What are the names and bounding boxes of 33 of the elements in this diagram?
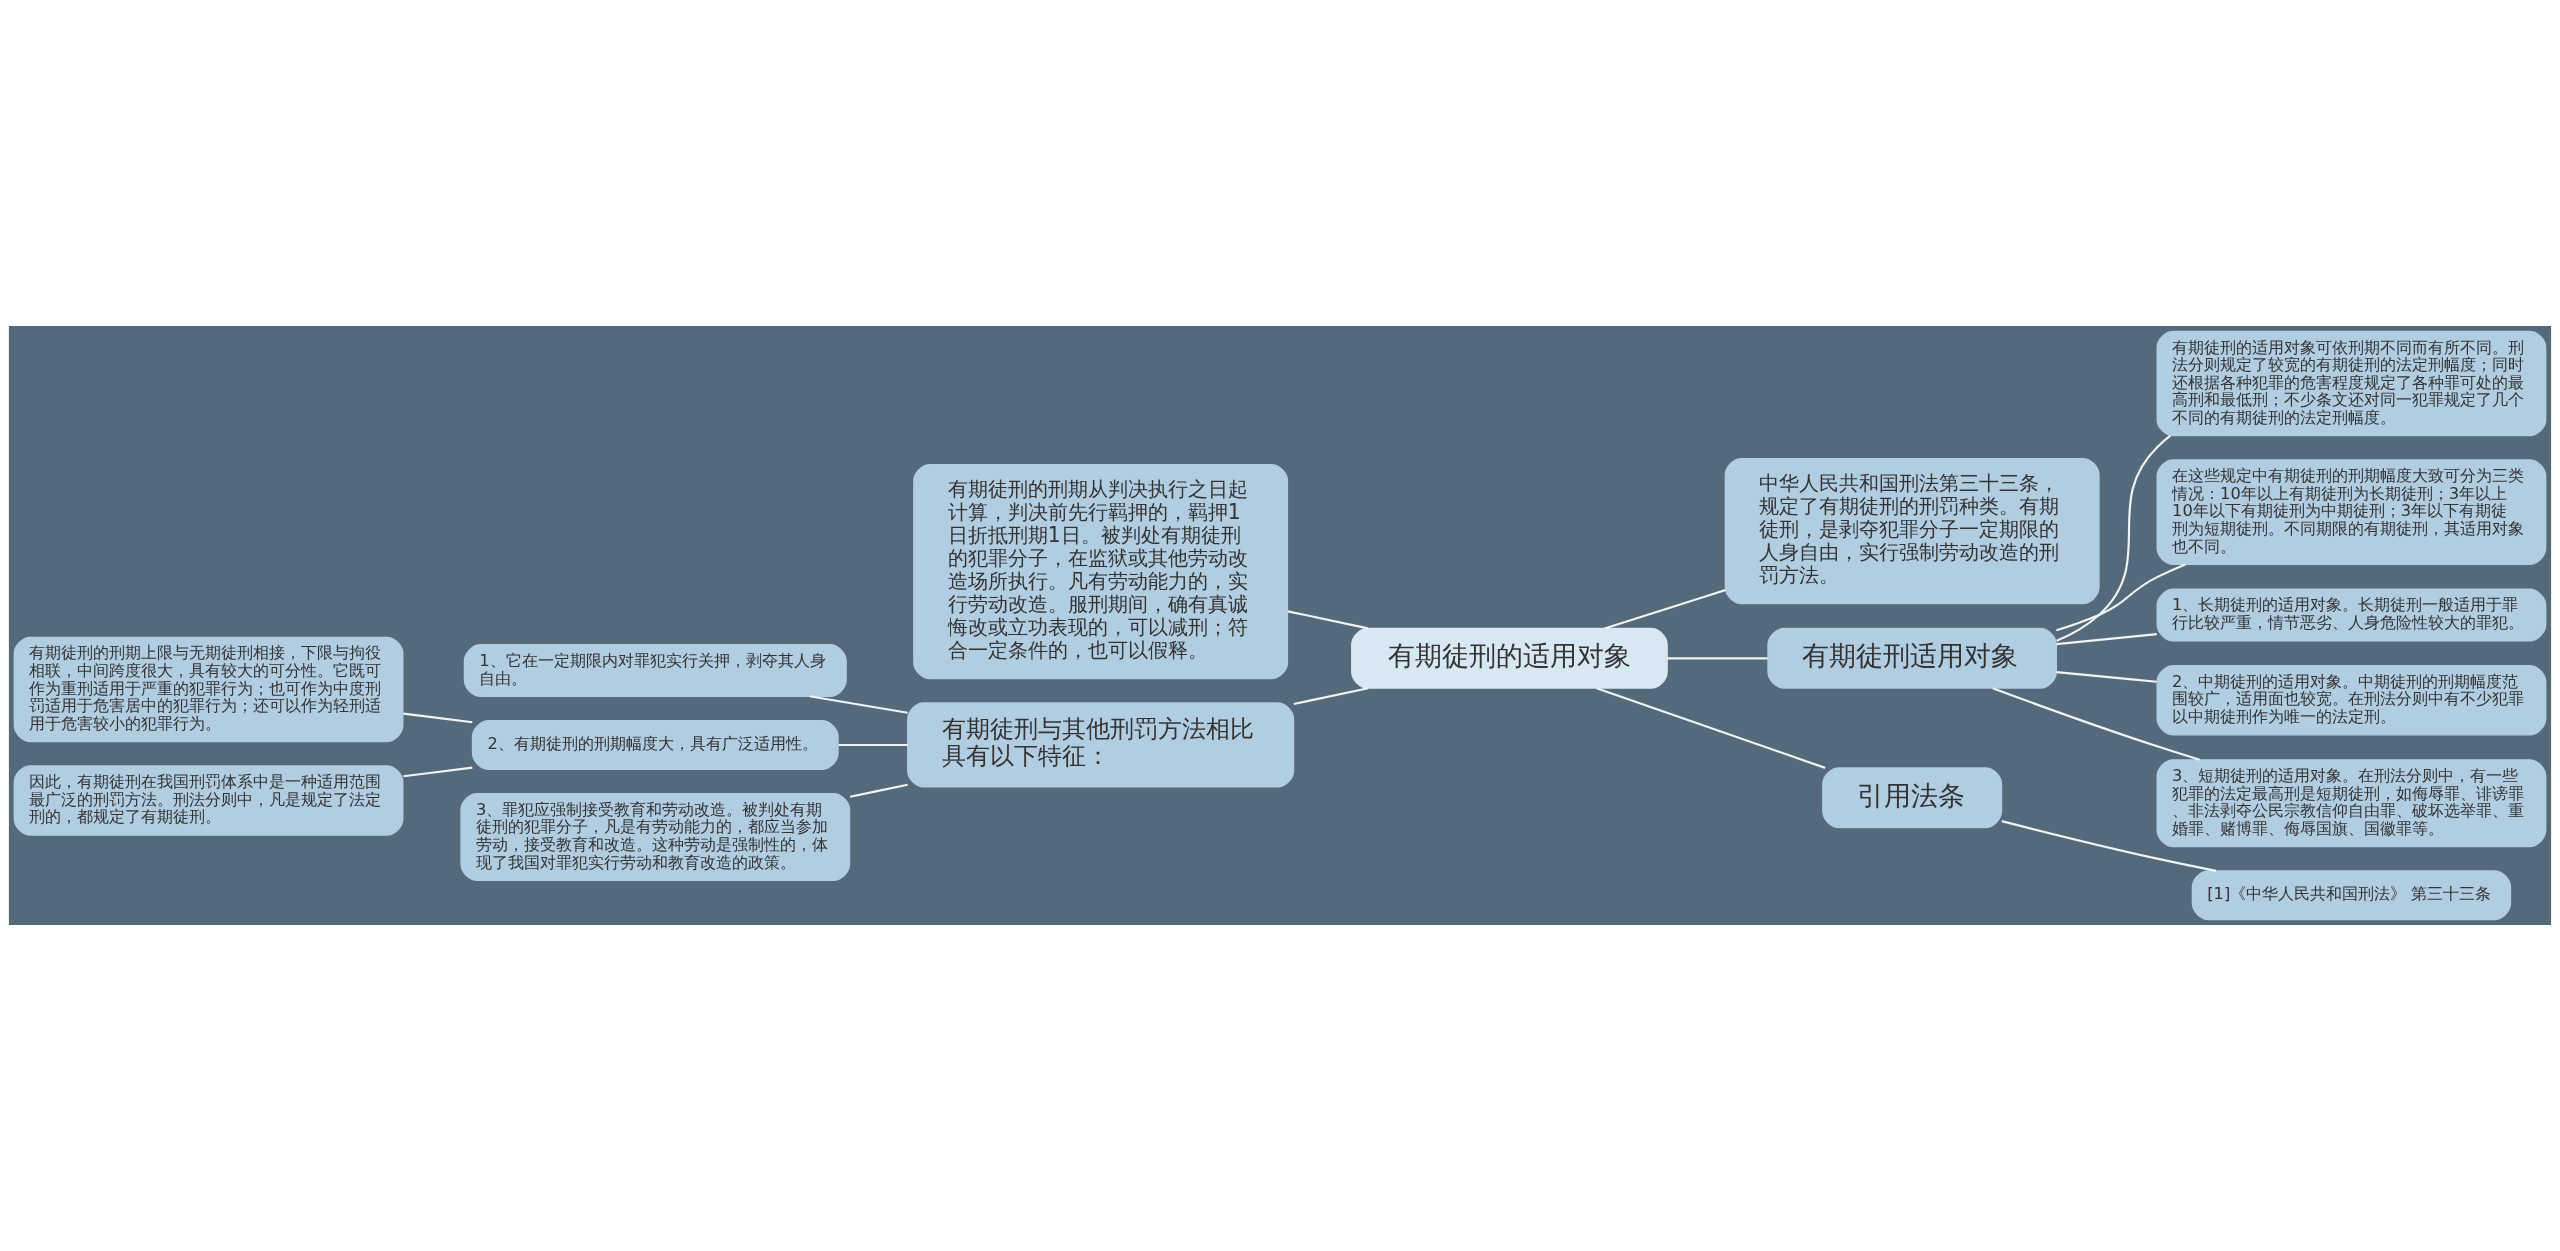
node-box: 有期徒刑适用对象 <box>1767 627 2057 689</box>
node-box: 有期徒刑的适用对象可依刑期不同而有所不同。刑法分则规定了较宽的有期徒刑的法定刑幅度；同时还根据各种犯罪的危害程度规定了各种罪可处的最高刑和最低刑；不少条文还对同一犯罪规定了几个不同的有期徒刑的法定刑幅度。 <box>2156 330 2547 437</box>
node-box: 因此，有期徒刑在我国刑罚体系中是一种适用范围最广泛的刑罚方法。刑法分则中，凡是规定了法定刑的，都规定了有期徒刑。 <box>13 765 404 836</box>
connector <box>2056 671 2157 683</box>
connector <box>403 712 473 724</box>
connector <box>1293 687 1369 706</box>
node-box: 有期徒刑的适用对象 <box>1351 627 1668 689</box>
node-box: 2、中期徒刑的适用对象。中期徒刑的刑期幅度范围较广，适用面也较宽。在刑法分则中有不少犯罪以中期徒刑作为唯一的法定刑。 <box>2156 665 2547 736</box>
connector <box>1604 589 1726 630</box>
connector <box>838 743 908 747</box>
connector <box>1596 687 1826 769</box>
node-box: 2、有期徒刑的刑期幅度大，具有广泛适用性。 <box>471 719 839 770</box>
connector <box>849 783 908 798</box>
connector <box>1667 657 1768 660</box>
node-box: 有期徒刑的刑期上限与无期徒刑相接，下限与拘役相联，中间跨度很大，具有较大的可分性。它既可作为重刑适用于严重的犯罪行为；也可作为中度刑罚适用于危害居中的犯罪行为；还可以作为轻刑适用于危害较小的犯罪行为。 <box>13 636 404 743</box>
node-box: 在这些规定中有期徒刑的刑期幅度大致可分为三类情况：10年以上有期徒刑为长期徒刑；3年以上10年以下有期徒刑为中期徒刑；3年以下有期徒刑为短期徒刑。不同期限的有期徒刑，其适用对象也不同。 <box>2156 459 2547 565</box>
connector <box>2001 820 2217 872</box>
node-box: 有期徒刑与其他刑罚方法相比具有以下特征： <box>907 702 1295 788</box>
node-box: 有期徒刑的刑期从判决执行之日起计算，判决前先行羁押的，羁押1日折抵刑期1日。被判处有期徒刑的犯罪分子，在监狱或其他劳动改造场所执行。凡有劳动能力的，实行劳动改造。服刑期间，确有真诚悔改或立功表现的，可以减刑；符合一定条件的，也可以假释。 <box>913 464 1289 680</box>
node-box: 引用法条 <box>1822 767 2003 829</box>
node-box: 3、罪犯应强制接受教育和劳动改造。被判处有期徒刑的犯罪分子，凡是有劳动能力的，都应当参加劳动，接受教育和改造。这种劳动是强制性的，体现了我国对罪犯实行劳动和教育改造的政策。 <box>460 793 851 881</box>
connector <box>403 766 473 778</box>
connector <box>2056 434 2172 642</box>
node-box: 中华人民共和国刑法第三十三条，规定了有期徒刑的刑罚种类。有期徒刑，是剥夺犯罪分子一定期限的人身自由，实行强制劳动改造的刑罚方法。 <box>1724 458 2100 605</box>
connector <box>2056 563 2187 632</box>
connector <box>1287 610 1369 630</box>
connector <box>2056 633 2157 646</box>
node-box: [1]《中华人民共和国刑法》 第三十三条 <box>2191 870 2512 921</box>
node-box: 3、短期徒刑的适用对象。在刑法分则中，有一些犯罪的法定最高刑是短期徒刑，如侮辱罪、诽谤罪、非法剥夺公民宗教信仰自由罪、破坏选举罪、重婚罪、赌博罪、侮辱国旗、国徽罪等。 <box>2156 759 2547 848</box>
node-box: 1、它在一定期限内对罪犯实行关押，剥夺其人身自由。 <box>463 644 847 697</box>
connector <box>1992 687 2201 761</box>
connector <box>809 695 908 714</box>
node-box: 1、长期徒刑的适用对象。长期徒刑一般适用于罪行比较严重，情节恶劣、人身危险性较大的罪犯。 <box>2156 588 2547 642</box>
